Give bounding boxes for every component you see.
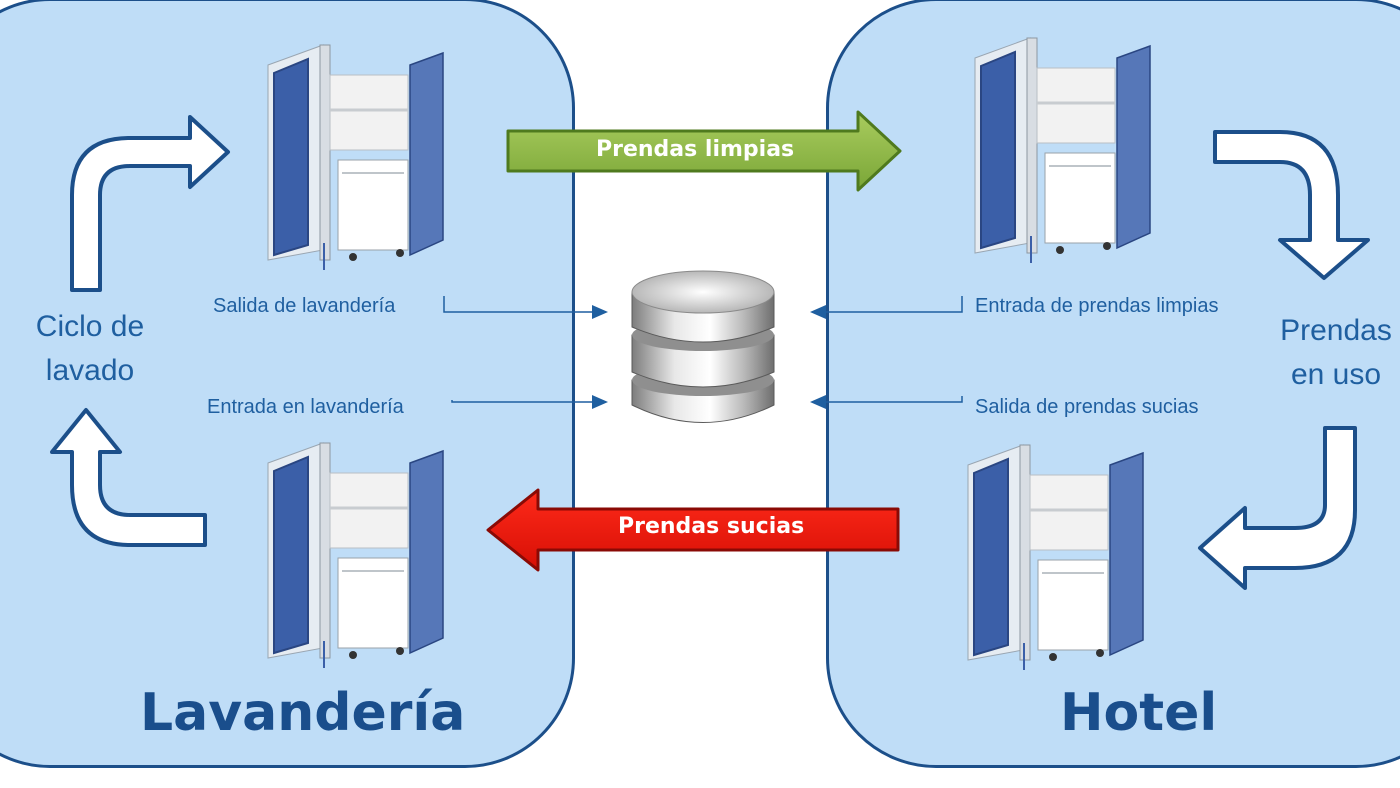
cycle-label: Ciclo de lavado bbox=[30, 305, 150, 393]
curved-arrow-icon bbox=[1213, 130, 1370, 280]
laundry-cart-icon bbox=[266, 43, 445, 272]
laundry-cart-icon bbox=[966, 443, 1145, 672]
laundry-cart-icon bbox=[266, 441, 445, 670]
laundry-title: Lavandería bbox=[140, 683, 466, 743]
dirty-exit-label: Salida de prendas sucias bbox=[975, 396, 1199, 418]
clean-flow-label: Prendas limpias bbox=[596, 137, 795, 162]
curved-arrow-icon bbox=[1198, 426, 1357, 590]
laundry-cart-icon bbox=[973, 36, 1152, 265]
cycle-label-line2: lavado bbox=[45, 354, 135, 387]
connector-arrowheads bbox=[592, 305, 826, 409]
in-use-label: Prendas en uso bbox=[1272, 309, 1400, 397]
dirty-flow-arrow bbox=[486, 488, 900, 572]
dirty-flow-label: Prendas sucias bbox=[618, 514, 805, 539]
laundry-exit-label: Salida de lavandería bbox=[213, 295, 396, 317]
curved-arrow-icon bbox=[50, 408, 207, 547]
in-use-label-line1: Prendas bbox=[1280, 314, 1392, 347]
laundry-entry-label: Entrada en lavandería bbox=[207, 396, 404, 418]
cycle-label-line1: Ciclo de bbox=[35, 310, 145, 343]
clean-flow-arrow bbox=[506, 110, 902, 192]
clean-entry-label: Entrada de prendas limpias bbox=[975, 295, 1219, 317]
connector-lines bbox=[443, 296, 963, 403]
hotel-title: Hotel bbox=[1060, 683, 1218, 743]
database-icon bbox=[631, 270, 775, 423]
curved-arrow-icon bbox=[70, 115, 230, 292]
in-use-label-line2: en uso bbox=[1290, 358, 1382, 391]
